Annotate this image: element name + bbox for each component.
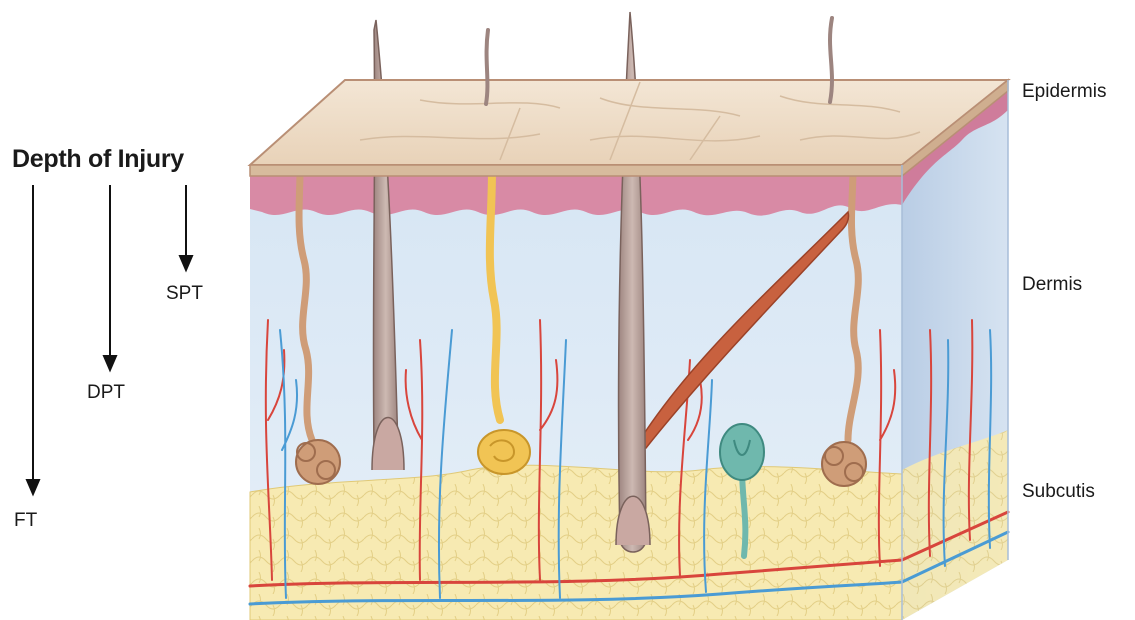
layer-label-subcutis: Subcutis [1022, 481, 1095, 503]
layer-label-epidermis: Epidermis [1022, 81, 1135, 103]
arrow-dpt [104, 185, 116, 370]
depth-of-injury-heading: Depth of Injury [12, 145, 184, 174]
layer-label-dermis: Dermis [1022, 274, 1082, 296]
arrow-ft [27, 185, 39, 494]
depth-label-ft: FT [14, 510, 37, 532]
epidermis-top-surface [250, 80, 1008, 176]
depth-label-spt: SPT [166, 283, 203, 305]
arrow-spt [180, 185, 192, 270]
depth-arrows [27, 185, 192, 494]
depth-label-dpt: DPT [87, 382, 125, 404]
